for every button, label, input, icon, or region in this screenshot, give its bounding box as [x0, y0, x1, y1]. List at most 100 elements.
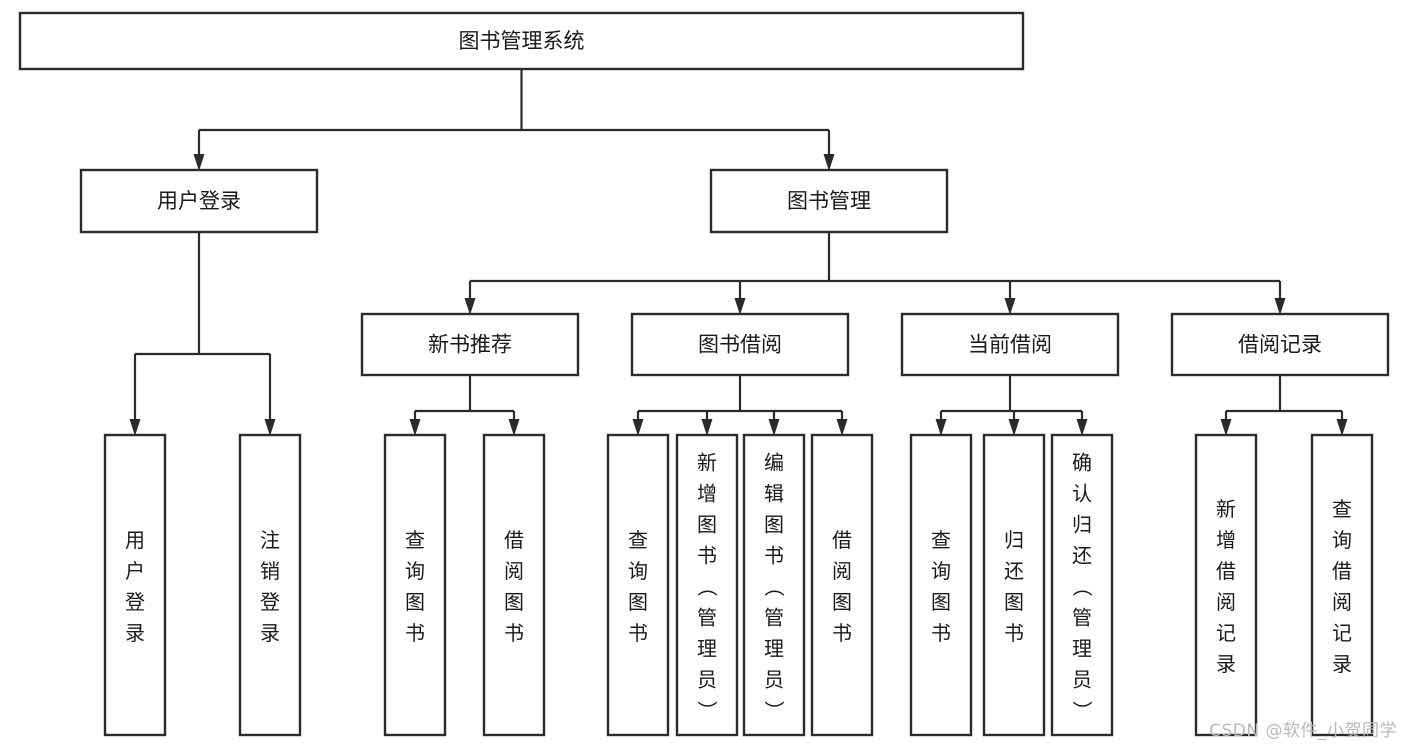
svg-text:注: 注 — [260, 528, 280, 552]
svg-text:书: 书 — [405, 621, 425, 645]
svg-text:阅: 阅 — [1216, 590, 1236, 614]
svg-text:图: 图 — [405, 590, 425, 614]
arrow-head-icon — [836, 419, 848, 436]
svg-text:员: 员 — [697, 668, 717, 692]
node-box-book-management[interactable] — [709, 168, 949, 234]
node-box-leaf-add-book[interactable] — [675, 433, 739, 737]
svg-text:图: 图 — [504, 590, 524, 614]
svg-text:）: ） — [695, 701, 719, 721]
svg-text:理: 理 — [1072, 637, 1092, 661]
node-box-new-book-recommend[interactable] — [360, 312, 580, 377]
node-box-leaf-user-login[interactable] — [103, 433, 167, 737]
node-box-borrow-record[interactable] — [1170, 312, 1390, 377]
svg-text:录: 录 — [1332, 652, 1352, 676]
svg-text:书: 书 — [931, 621, 951, 645]
svg-text:新: 新 — [1216, 497, 1236, 521]
svg-text:理: 理 — [764, 637, 784, 661]
svg-text:查: 查 — [405, 528, 425, 552]
svg-text:书: 书 — [1004, 621, 1024, 645]
svg-text:图: 图 — [832, 590, 852, 614]
node-box-leaf-query-book-current[interactable] — [909, 433, 973, 737]
node-box-leaf-user-logout[interactable] — [238, 433, 302, 737]
node-box-root[interactable] — [18, 11, 1025, 71]
node-label-book-borrow: 图书借阅 — [698, 333, 782, 357]
svg-text:用: 用 — [125, 528, 145, 552]
arrow-head-icon — [734, 298, 746, 315]
svg-text:（: （ — [1070, 577, 1094, 597]
node-box-user-login[interactable] — [79, 168, 319, 234]
node-box-leaf-query-book-recommend[interactable] — [383, 433, 447, 737]
svg-text:还: 还 — [1004, 559, 1024, 583]
arrow-head-icon — [1274, 298, 1286, 315]
node-box-leaf-borrow-book-recommend[interactable] — [482, 433, 546, 737]
svg-text:记: 记 — [1332, 621, 1352, 645]
node-box-book-borrow[interactable] — [630, 312, 850, 377]
node-label-borrow-record: 借阅记录 — [1238, 333, 1322, 357]
svg-text:新: 新 — [697, 451, 717, 475]
node-box-current-borrow[interactable] — [900, 312, 1120, 377]
node-box-leaf-confirm-return[interactable] — [1050, 433, 1114, 737]
svg-text:（: （ — [695, 577, 719, 597]
svg-text:图: 图 — [764, 513, 784, 537]
node-box-leaf-return-book[interactable] — [982, 433, 1046, 737]
svg-text:阅: 阅 — [832, 559, 852, 583]
svg-text:图: 图 — [931, 590, 951, 614]
arrow-head-icon — [464, 298, 476, 315]
svg-text:询: 询 — [1332, 528, 1352, 552]
svg-text:书: 书 — [764, 544, 784, 568]
svg-text:确: 确 — [1072, 451, 1092, 475]
svg-text:询: 询 — [628, 559, 648, 583]
node-box-leaf-query-book-borrow[interactable] — [606, 433, 670, 737]
svg-text:员: 员 — [764, 668, 784, 692]
node-box-leaf-edit-book[interactable] — [742, 433, 806, 737]
csdn-watermark: CSDN @软件_小贺同学 — [1209, 721, 1397, 741]
svg-text:查: 查 — [1332, 497, 1352, 521]
node-box-leaf-query-borrow-record[interactable] — [1310, 433, 1374, 737]
svg-text:登: 登 — [125, 590, 145, 614]
svg-text:借: 借 — [504, 528, 524, 552]
node-box-leaf-add-borrow-record[interactable] — [1194, 433, 1258, 737]
svg-text:询: 询 — [405, 559, 425, 583]
node-label-new-book-recommend: 新书推荐 — [428, 333, 512, 357]
svg-text:借: 借 — [1332, 559, 1352, 583]
arrow-head-icon — [409, 419, 421, 436]
svg-text:理: 理 — [697, 637, 717, 661]
svg-text:辑: 辑 — [764, 482, 784, 506]
svg-text:阅: 阅 — [1332, 590, 1352, 614]
svg-text:书: 书 — [628, 621, 648, 645]
arrow-head-icon — [823, 154, 835, 171]
svg-text:归: 归 — [1072, 513, 1092, 537]
arrow-head-icon — [1336, 419, 1348, 436]
svg-text:）: ） — [1070, 701, 1094, 721]
svg-text:图: 图 — [1004, 590, 1024, 614]
arrow-head-icon — [508, 419, 520, 436]
svg-text:还: 还 — [1072, 544, 1092, 568]
node-label-leaf-user-login: 用户登录 — [125, 528, 145, 645]
node-box-leaf-borrow-book[interactable] — [810, 433, 874, 737]
arrow-head-icon — [193, 154, 205, 171]
node-label-book-management: 图书管理 — [787, 189, 871, 213]
svg-text:图: 图 — [628, 590, 648, 614]
svg-text:管: 管 — [764, 606, 784, 630]
node-label-current-borrow: 当前借阅 — [968, 333, 1052, 357]
node-label-root: 图书管理系统 — [459, 29, 585, 53]
svg-text:归: 归 — [1004, 528, 1024, 552]
svg-text:借: 借 — [832, 528, 852, 552]
arrow-head-icon — [701, 419, 713, 436]
svg-text:书: 书 — [504, 621, 524, 645]
arrow-head-icon — [264, 419, 276, 436]
arrow-head-icon — [1220, 419, 1232, 436]
svg-text:销: 销 — [260, 559, 280, 583]
svg-text:书: 书 — [832, 621, 852, 645]
arrow-head-icon — [1008, 419, 1020, 436]
